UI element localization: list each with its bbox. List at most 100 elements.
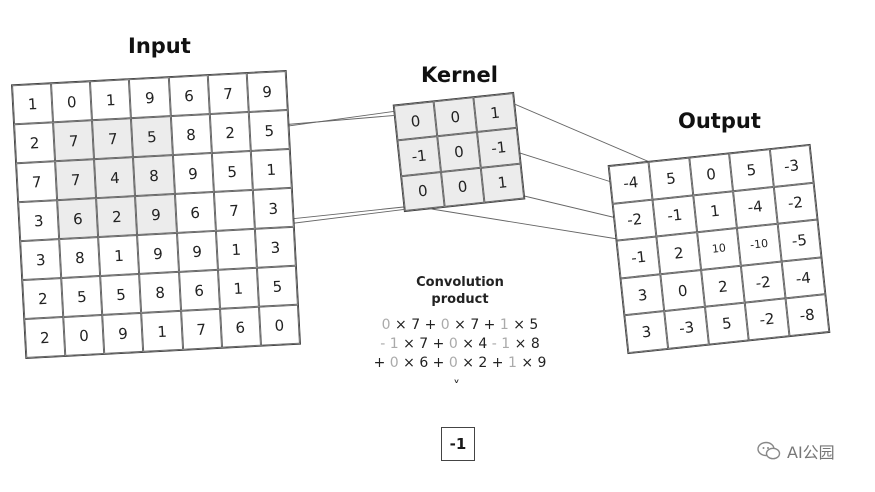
kernel-cell: 1: [473, 93, 517, 133]
output-cell: 2: [700, 265, 745, 308]
kernel-cell: 1: [480, 163, 525, 203]
output-cell: -2: [744, 298, 790, 341]
input-cell: 5: [131, 116, 173, 158]
output-cell: -8: [785, 294, 830, 337]
output-cell: -4: [608, 161, 653, 204]
result-box: -1: [441, 427, 475, 461]
input-cell: 8: [133, 155, 175, 197]
input-cell: 8: [170, 114, 212, 156]
input-cell: 6: [57, 198, 99, 240]
input-cell: 6: [174, 191, 216, 233]
input-cell: 1: [141, 310, 183, 352]
input-cell: 6: [168, 75, 210, 117]
input-cell: 9: [172, 153, 214, 195]
formula-term: × 4: [457, 336, 492, 352]
output-cell: -3: [769, 144, 814, 187]
input-cell: 6: [178, 269, 220, 311]
input-cell: 1: [12, 83, 54, 125]
input-cell: 1: [215, 228, 257, 270]
input-cell: 1: [250, 148, 292, 190]
kernel-cell: 0: [440, 167, 485, 207]
formula-term: × 7 +: [398, 336, 449, 352]
input-cell: 7: [180, 308, 222, 350]
formula-line: - 1 × 7 + 0 × 4 - 1 × 8: [355, 335, 565, 354]
formula-line: 0 × 7 + 0 × 7 + 1 × 5: [355, 316, 565, 335]
connector-line: [412, 205, 631, 242]
kernel-cell: -1: [477, 128, 521, 168]
input-cell: 2: [209, 112, 251, 154]
output-cell: -2: [612, 199, 657, 241]
input-cell: 5: [100, 273, 142, 315]
output-cell: -1: [652, 195, 697, 237]
input-cell: 5: [256, 265, 298, 307]
kernel-weight: 0: [448, 336, 458, 352]
output-cell: 2: [656, 232, 701, 275]
input-cell: 5: [248, 109, 290, 151]
formula-term: × 2 +: [457, 355, 508, 371]
input-cell: 3: [252, 187, 294, 229]
kernel-cell: -1: [397, 136, 441, 176]
output-cell: -5: [777, 219, 822, 262]
input-cell: 9: [135, 194, 177, 235]
output-cell: 10: [696, 228, 742, 270]
kernel-cell: 0: [393, 101, 438, 141]
kernel-weight: - 1: [491, 336, 511, 352]
convolution-formula: 0 × 7 + 0 × 7 + 1 × 5- 1 × 7 + 0 × 4 - 1…: [355, 316, 565, 373]
kernel-weight: 0: [448, 355, 458, 371]
formula-term: × 8: [510, 336, 540, 352]
wechat-icon: [757, 441, 781, 460]
input-cell: 3: [254, 226, 296, 268]
output-cell: -2: [773, 182, 818, 224]
input-cell: 9: [129, 77, 171, 119]
input-cell: 3: [18, 200, 60, 242]
output-cell: -1: [616, 236, 661, 279]
output-cell: -2: [741, 261, 786, 303]
output-cell: 5: [704, 302, 749, 345]
output-cell: 5: [729, 149, 774, 191]
formula-term: × 6 +: [398, 355, 449, 371]
output-cell: 5: [648, 157, 694, 200]
output-cell: 3: [620, 274, 665, 316]
input-cell: 7: [213, 189, 255, 231]
formula-term: +: [373, 355, 390, 371]
input-cell: 7: [207, 73, 249, 115]
input-cell: 7: [53, 120, 95, 162]
caption-line-2: product: [431, 292, 489, 307]
convolution-caption: Convolution product: [390, 274, 530, 308]
input-cell: 1: [217, 267, 259, 309]
input-cell: 7: [92, 118, 134, 160]
watermark: AI公园: [757, 439, 835, 463]
input-cell: 5: [61, 275, 103, 317]
kernel-cell: 0: [437, 132, 481, 172]
kernel-weight: 1: [499, 317, 509, 333]
kernel-cell: 0: [401, 171, 445, 211]
input-cell: 9: [102, 312, 144, 354]
kernel-cell: 0: [433, 97, 478, 137]
input-cell: 2: [22, 278, 64, 320]
input-title: Input: [128, 34, 191, 58]
input-cell: 2: [14, 122, 56, 164]
output-cell: -4: [781, 257, 826, 299]
watermark-text: AI公园: [787, 443, 835, 462]
output-cell: 1: [693, 190, 738, 233]
output-cell: 0: [660, 269, 705, 312]
input-cell: 7: [55, 159, 97, 201]
input-cell: 2: [24, 316, 66, 358]
kernel-title: Kernel: [421, 63, 498, 87]
input-cell: 9: [137, 232, 179, 274]
input-cell: 0: [63, 314, 105, 356]
formula-term: × 5: [508, 317, 539, 333]
chevron-down-icon: ˅: [453, 379, 460, 395]
output-title: Output: [678, 109, 761, 133]
output-cell: -3: [664, 307, 709, 349]
formula-term: × 7 +: [390, 317, 441, 333]
output-cell: -4: [733, 186, 778, 229]
input-cell: 1: [98, 234, 140, 276]
input-cell: 5: [211, 150, 253, 192]
kernel-weight: 1: [507, 355, 517, 371]
input-cell: 2: [96, 196, 138, 238]
kernel-weight: 0: [389, 355, 399, 371]
input-cell: 9: [246, 71, 288, 113]
